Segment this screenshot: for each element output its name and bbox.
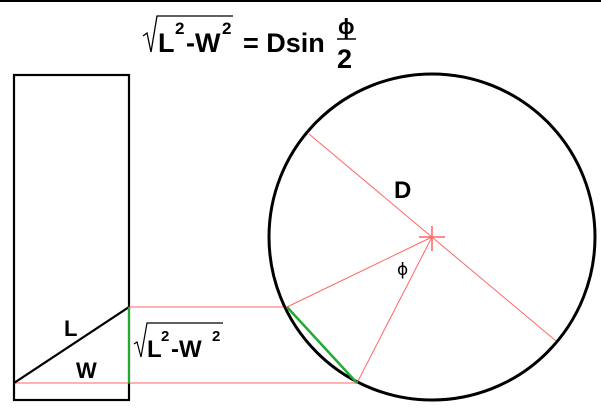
formula: L 2 -W 2 = Dsin ϕ 2 <box>142 14 356 74</box>
circle <box>267 72 597 402</box>
radius-lower <box>356 236 433 384</box>
formula-phi: ϕ <box>338 14 355 39</box>
formula-L: L <box>158 28 175 58</box>
side-exp1: 2 <box>161 328 169 345</box>
label-phi: ϕ <box>397 260 408 280</box>
label-L: L <box>64 316 77 341</box>
formula-minus-W: -W <box>186 28 221 58</box>
green-chord <box>286 306 358 384</box>
formula-rhs: = Dsin <box>243 28 325 58</box>
side-formula: L 2 -W 2 <box>133 322 223 363</box>
side-sqrt-sign <box>133 322 223 358</box>
formula-exp2: 2 <box>222 19 231 38</box>
diagonal-L <box>13 306 130 384</box>
label-W: W <box>76 358 97 383</box>
sqrt-sign <box>142 15 233 53</box>
rectangle <box>12 73 131 402</box>
side-L: L <box>147 336 162 363</box>
side-exp2: 2 <box>212 328 220 345</box>
formula-denominator: 2 <box>337 44 352 74</box>
formula-exp1: 2 <box>175 19 184 38</box>
radius-upper <box>286 236 433 308</box>
side-minus-W: -W <box>171 336 202 363</box>
label-D: D <box>394 177 411 204</box>
